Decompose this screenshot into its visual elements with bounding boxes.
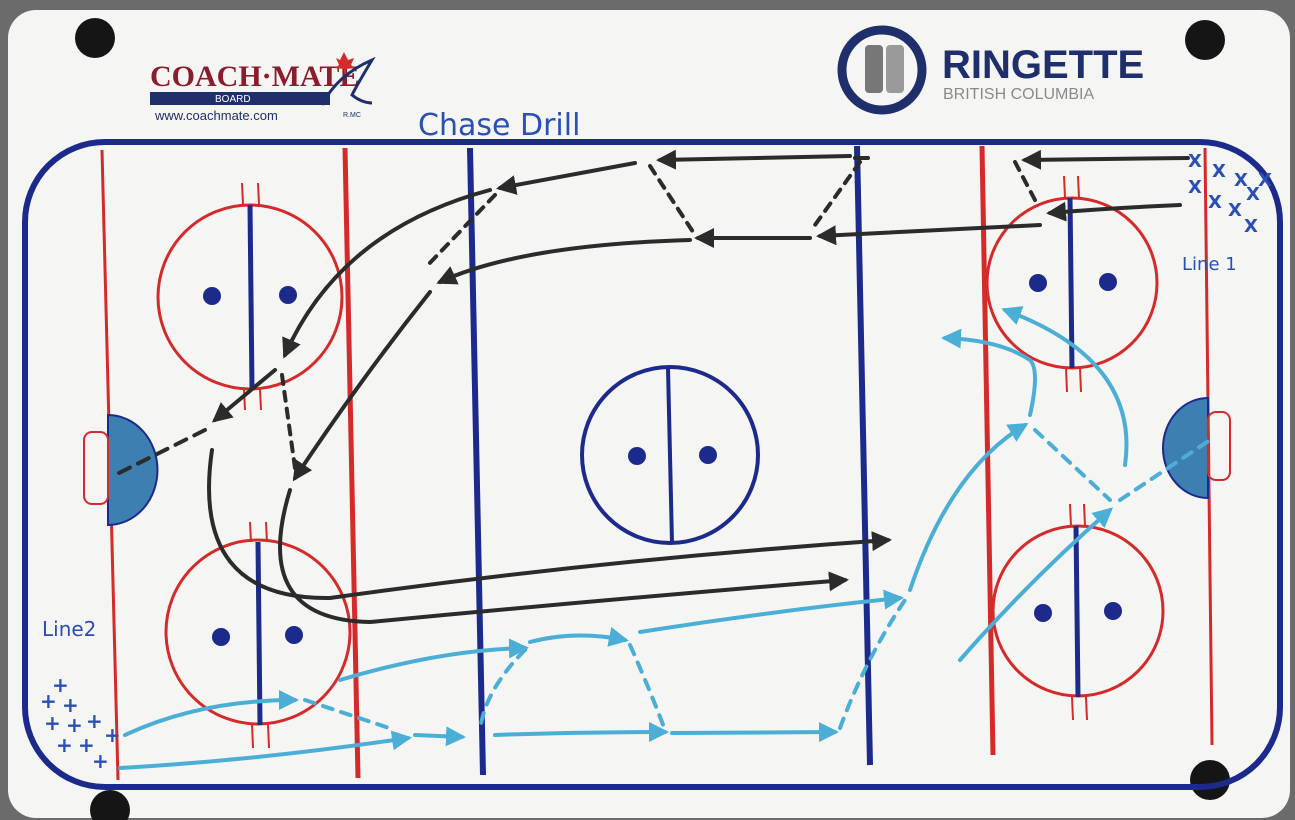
ringette-mark-b bbox=[865, 45, 883, 93]
path-l2-4 bbox=[415, 735, 462, 737]
coachmate-logo-mark: R.MC bbox=[343, 112, 361, 119]
player-x: X bbox=[1244, 216, 1258, 237]
ringette-title: RINGETTE bbox=[942, 43, 1144, 87]
player-plus: + bbox=[86, 709, 103, 733]
ringette-subtitle: BRITISH COLUMBIA bbox=[943, 86, 1094, 103]
magnet-bottom-right bbox=[1190, 760, 1230, 800]
magnet-top-left bbox=[75, 18, 115, 58]
player-x: X bbox=[1208, 192, 1222, 213]
player-x: X bbox=[1212, 161, 1226, 182]
player-x: X bbox=[1228, 200, 1242, 221]
player-plus: + bbox=[56, 733, 73, 757]
line2-label: Line2 bbox=[42, 617, 96, 641]
player-plus: + bbox=[40, 689, 57, 713]
magnet-top-right bbox=[1185, 20, 1225, 60]
player-x: X bbox=[1258, 170, 1272, 191]
player-plus: + bbox=[44, 711, 61, 735]
coachmate-logo-name: COACH·MATE bbox=[150, 60, 359, 93]
drill-title: Chase Drill bbox=[418, 108, 580, 143]
path-l1-top-1 bbox=[1025, 158, 1188, 160]
player-x: X bbox=[1188, 151, 1202, 172]
coachmate-logo-sub: BOARD bbox=[215, 94, 251, 105]
player-x: X bbox=[1188, 177, 1202, 198]
player-plus: + bbox=[104, 723, 121, 747]
path-l2-10 bbox=[672, 732, 835, 733]
board-surface bbox=[8, 10, 1290, 818]
ringette-mark-c bbox=[886, 45, 904, 93]
line1-label: Line 1 bbox=[1182, 254, 1237, 275]
player-plus: + bbox=[92, 749, 109, 773]
coachmate-logo-url: www.coachmate.com bbox=[154, 108, 278, 123]
